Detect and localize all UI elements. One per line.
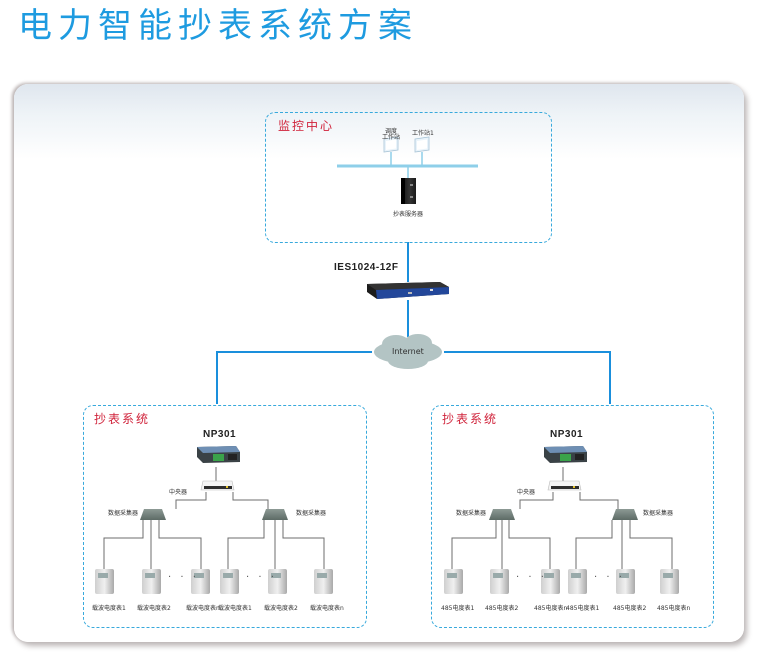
right-meters bbox=[444, 569, 679, 594]
np301-gateway-icon bbox=[197, 446, 240, 463]
workstation-1-label: 工作站1 bbox=[412, 130, 434, 137]
meter-label: 485电度表1 bbox=[441, 605, 475, 612]
meter-icon bbox=[142, 569, 161, 594]
monitor-center-title: 监控中心 bbox=[278, 119, 335, 133]
link-right-system bbox=[444, 351, 611, 404]
internet-cloud-icon bbox=[374, 334, 442, 369]
ellipsis-left-b: · · · bbox=[246, 572, 277, 583]
workstation-1-icon bbox=[414, 136, 430, 153]
meter-system-title-right: 抄表系统 bbox=[442, 412, 499, 426]
collector-left-icon bbox=[489, 509, 515, 520]
switch-model-label: IES1024-12F bbox=[334, 262, 399, 273]
meter-system-zone-right bbox=[431, 405, 714, 628]
meter-label: 载波电度表n bbox=[310, 605, 344, 612]
left-meters bbox=[95, 569, 333, 594]
collector-right-icon bbox=[612, 509, 638, 520]
collector-label-left-b: 数据采集器 bbox=[296, 510, 327, 517]
hub-icon bbox=[200, 480, 235, 491]
meter-icon bbox=[444, 569, 463, 594]
hub-label-right: 中央器 bbox=[517, 489, 536, 496]
meter-system-title-left: 抄表系统 bbox=[94, 412, 151, 426]
left-system-wiring bbox=[103, 467, 325, 569]
workstation-dispatch-icon bbox=[383, 136, 399, 153]
hub-icon bbox=[547, 480, 582, 491]
collector-label-right-a: 数据采集器 bbox=[456, 510, 487, 517]
meter-label: 485电度表2 bbox=[613, 605, 647, 612]
meter-label: 485电度表2 bbox=[485, 605, 519, 612]
ellipsis-right-a: · · · bbox=[516, 572, 547, 583]
meter-icon bbox=[490, 569, 509, 594]
workstation-dispatch-label-2: 工作站 bbox=[382, 134, 401, 141]
ellipsis-right-b: · · · bbox=[594, 572, 625, 583]
server-label: 抄表服务器 bbox=[393, 211, 424, 218]
meter-system-zone-left bbox=[83, 405, 367, 628]
switch-icon bbox=[367, 282, 449, 299]
meter-icon bbox=[95, 569, 114, 594]
meter-label: 载波电度表2 bbox=[264, 605, 298, 612]
page-title: 电力智能抄表系统方案 bbox=[18, 6, 418, 46]
right-system-wiring bbox=[451, 467, 673, 569]
meter-label: 485电度表n bbox=[534, 605, 568, 612]
meter-label: 载波电度表1 bbox=[92, 605, 126, 612]
meter-label: 485电度表1 bbox=[566, 605, 600, 612]
meter-icon bbox=[268, 569, 287, 594]
link-left-system bbox=[216, 351, 372, 404]
meter-icon bbox=[616, 569, 635, 594]
meter-label: 载波电度表2 bbox=[137, 605, 171, 612]
meter-icon bbox=[220, 569, 239, 594]
np301-gateway-icon bbox=[544, 446, 587, 463]
internet-label: Internet bbox=[392, 347, 424, 356]
gateway-label-left: NP301 bbox=[203, 429, 237, 440]
collector-label-right-b: 数据采集器 bbox=[643, 510, 674, 517]
monitor-center-zone bbox=[265, 112, 552, 243]
server-icon bbox=[401, 178, 416, 204]
ellipsis-left-a: · · · bbox=[168, 572, 199, 583]
meter-label: 载波电度表n bbox=[186, 605, 220, 612]
meter-icon bbox=[568, 569, 587, 594]
meter-label: 485电度表n bbox=[657, 605, 691, 612]
workstation-dispatch-label-1: 调度 bbox=[385, 128, 398, 135]
collector-right-icon bbox=[262, 509, 288, 520]
meter-icon bbox=[660, 569, 679, 594]
meter-icon bbox=[191, 569, 210, 594]
gateway-label-right: NP301 bbox=[550, 429, 584, 440]
collector-left-icon bbox=[140, 509, 166, 520]
meter-icon bbox=[541, 569, 560, 594]
collector-label-left-a: 数据采集器 bbox=[108, 510, 139, 517]
meter-icon bbox=[314, 569, 333, 594]
meter-label: 载波电度表1 bbox=[218, 605, 252, 612]
hub-label-left: 中央器 bbox=[169, 489, 188, 496]
